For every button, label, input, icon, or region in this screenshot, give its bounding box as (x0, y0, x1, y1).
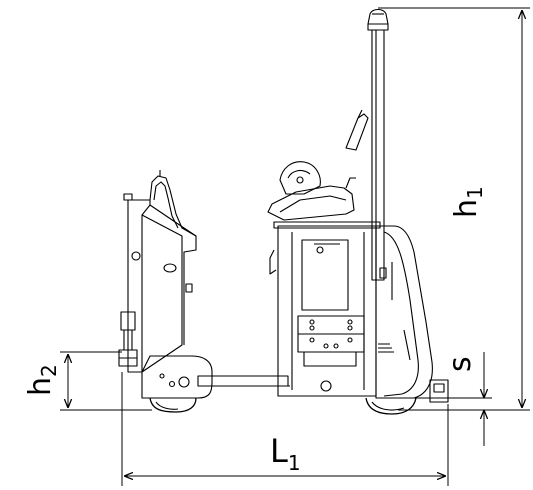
armrest-lever (345, 109, 369, 151)
label-l1: L1 (270, 432, 301, 475)
label-h1: h1 (449, 186, 487, 218)
mast (367, 8, 389, 281)
fork-carriage (141, 355, 213, 413)
drive-cover (375, 225, 433, 399)
drive-wheel (365, 397, 417, 415)
operator-seat (267, 161, 356, 221)
warning-beacon-icon (367, 8, 389, 25)
dimension-h2 (60, 351, 152, 411)
fork-frame (118, 170, 197, 373)
dimension-l1 (121, 372, 449, 486)
dimension-s (448, 352, 492, 446)
label-s: s (443, 356, 478, 372)
fork-arm (197, 375, 290, 387)
stabilizer-unit (414, 379, 462, 403)
label-h2: h2 (23, 364, 61, 396)
chassis-body (269, 221, 381, 397)
